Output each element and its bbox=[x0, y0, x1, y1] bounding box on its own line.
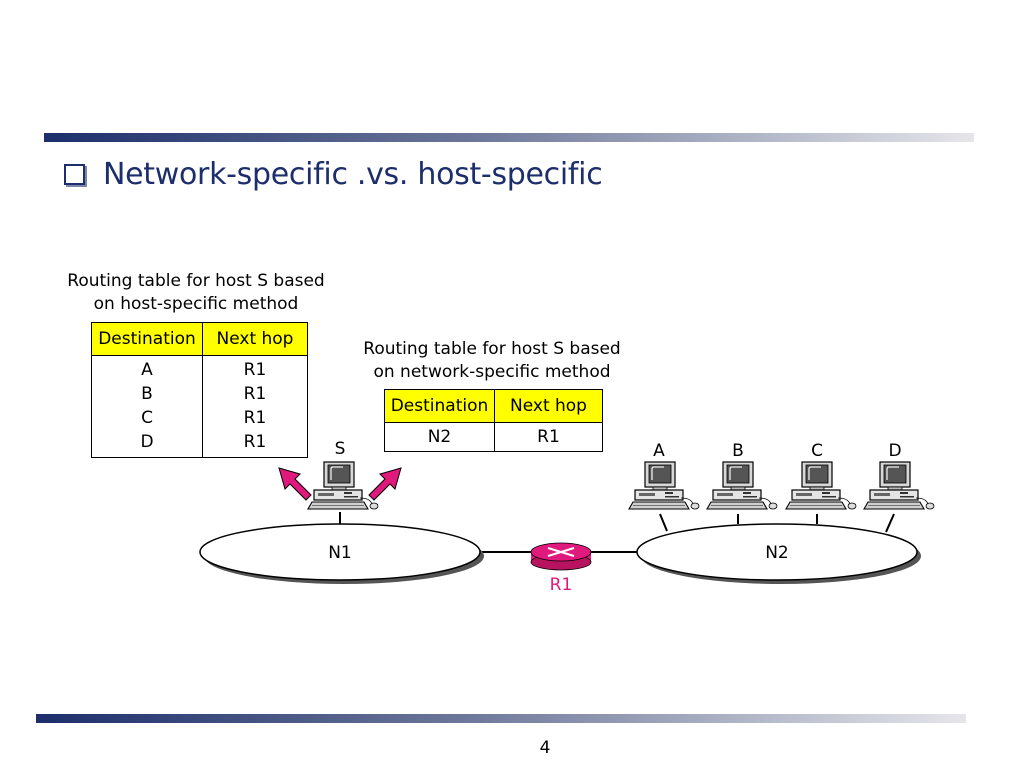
host-d-label: D bbox=[888, 441, 901, 461]
slide-title: Network-specific .vs. host-specific bbox=[103, 157, 603, 192]
table-header-row: Destination Next hop bbox=[384, 389, 603, 423]
computer-icon bbox=[785, 461, 857, 510]
bottom-divider-bar bbox=[36, 714, 966, 723]
arrow-to-network-table-icon bbox=[368, 467, 402, 501]
host-a: A bbox=[628, 441, 700, 532]
host-specific-caption: Routing table for host S based on host-s… bbox=[56, 270, 336, 316]
network-n2-label: N2 bbox=[765, 543, 789, 563]
computer-icon bbox=[706, 461, 778, 510]
host-a-label: A bbox=[653, 441, 665, 461]
router-r1: R1 bbox=[530, 542, 592, 595]
destination-header: Destination bbox=[91, 322, 203, 356]
table-row: C R1 bbox=[91, 406, 308, 430]
table-row: D R1 bbox=[91, 430, 308, 458]
next-hop-cell: R1 bbox=[202, 355, 308, 382]
next-hop-cell: R1 bbox=[494, 422, 603, 452]
destination-cell: N2 bbox=[384, 422, 495, 452]
page-number: 4 bbox=[539, 738, 551, 758]
router-r1-label: R1 bbox=[550, 575, 573, 595]
computer-icon bbox=[307, 461, 379, 510]
network-caption-line-1: Routing table for host S based bbox=[363, 339, 621, 359]
network-n1-label: N1 bbox=[328, 543, 352, 563]
host-s: S bbox=[307, 439, 379, 524]
network-specific-caption: Routing table for host S based on networ… bbox=[352, 338, 632, 384]
host-caption-line-1: Routing table for host S based bbox=[67, 271, 325, 291]
checkbox-bullet-icon bbox=[64, 164, 85, 185]
table-row: N2 R1 bbox=[384, 422, 603, 452]
top-divider-bar bbox=[44, 133, 974, 142]
host-specific-routing-table: Destination Next hop A R1 B R1 C R1 D R1 bbox=[91, 322, 308, 458]
host-c: C bbox=[785, 441, 857, 524]
destination-cell: A bbox=[91, 355, 203, 382]
host-b-label: B bbox=[732, 441, 744, 461]
destination-cell: D bbox=[91, 430, 203, 458]
host-b: B bbox=[706, 441, 778, 524]
table-header-row: Destination Next hop bbox=[91, 322, 308, 356]
network-n2: N2 bbox=[636, 523, 921, 584]
next-hop-header: Next hop bbox=[202, 322, 308, 356]
host-d: D bbox=[863, 441, 935, 533]
computer-icon bbox=[863, 461, 935, 510]
network-n1: N1 bbox=[199, 523, 484, 584]
next-hop-cell: R1 bbox=[202, 406, 308, 430]
title-row: Network-specific .vs. host-specific bbox=[64, 157, 603, 192]
host-c-label: C bbox=[811, 441, 823, 461]
arrow-to-host-table-icon bbox=[278, 467, 312, 501]
computer-icon bbox=[628, 461, 700, 510]
next-hop-cell: R1 bbox=[202, 382, 308, 406]
table-row: A R1 bbox=[91, 355, 308, 382]
destination-cell: C bbox=[91, 406, 203, 430]
network-specific-routing-table: Destination Next hop N2 R1 bbox=[384, 389, 603, 452]
next-hop-cell: R1 bbox=[202, 430, 308, 458]
network-caption-line-2: on network-specific method bbox=[373, 362, 611, 382]
next-hop-header: Next hop bbox=[494, 389, 603, 423]
destination-header: Destination bbox=[384, 389, 495, 423]
table-row: B R1 bbox=[91, 382, 308, 406]
host-caption-line-2: on host-specific method bbox=[93, 294, 299, 314]
host-s-label: S bbox=[335, 439, 346, 459]
destination-cell: B bbox=[91, 382, 203, 406]
